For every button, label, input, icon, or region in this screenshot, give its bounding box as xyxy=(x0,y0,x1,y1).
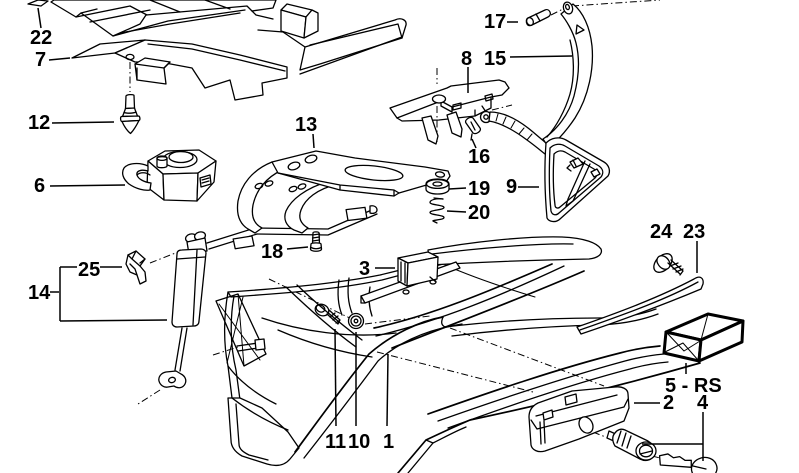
svg-text:13: 13 xyxy=(295,114,317,136)
svg-text:19: 19 xyxy=(468,178,490,200)
svg-text:24: 24 xyxy=(650,221,673,243)
svg-text:14: 14 xyxy=(28,282,51,304)
svg-text:11: 11 xyxy=(325,431,346,453)
svg-text:10: 10 xyxy=(348,431,370,453)
svg-text:9: 9 xyxy=(506,176,517,198)
svg-text:25: 25 xyxy=(78,259,100,281)
svg-text:7: 7 xyxy=(35,49,46,71)
svg-text:2: 2 xyxy=(663,392,674,414)
svg-text:6: 6 xyxy=(34,175,45,197)
svg-text:15: 15 xyxy=(484,48,506,70)
svg-text:5 - RS: 5 - RS xyxy=(665,375,722,397)
svg-text:17: 17 xyxy=(484,11,506,33)
svg-text:18: 18 xyxy=(261,241,283,263)
svg-text:22: 22 xyxy=(30,27,52,49)
svg-text:8: 8 xyxy=(461,48,472,70)
svg-text:16: 16 xyxy=(468,146,490,168)
svg-text:1: 1 xyxy=(383,431,394,453)
svg-text:3: 3 xyxy=(359,258,370,280)
svg-text:12: 12 xyxy=(28,112,50,134)
svg-text:23: 23 xyxy=(683,221,705,243)
svg-text:4: 4 xyxy=(697,392,709,414)
svg-text:20: 20 xyxy=(468,202,490,224)
